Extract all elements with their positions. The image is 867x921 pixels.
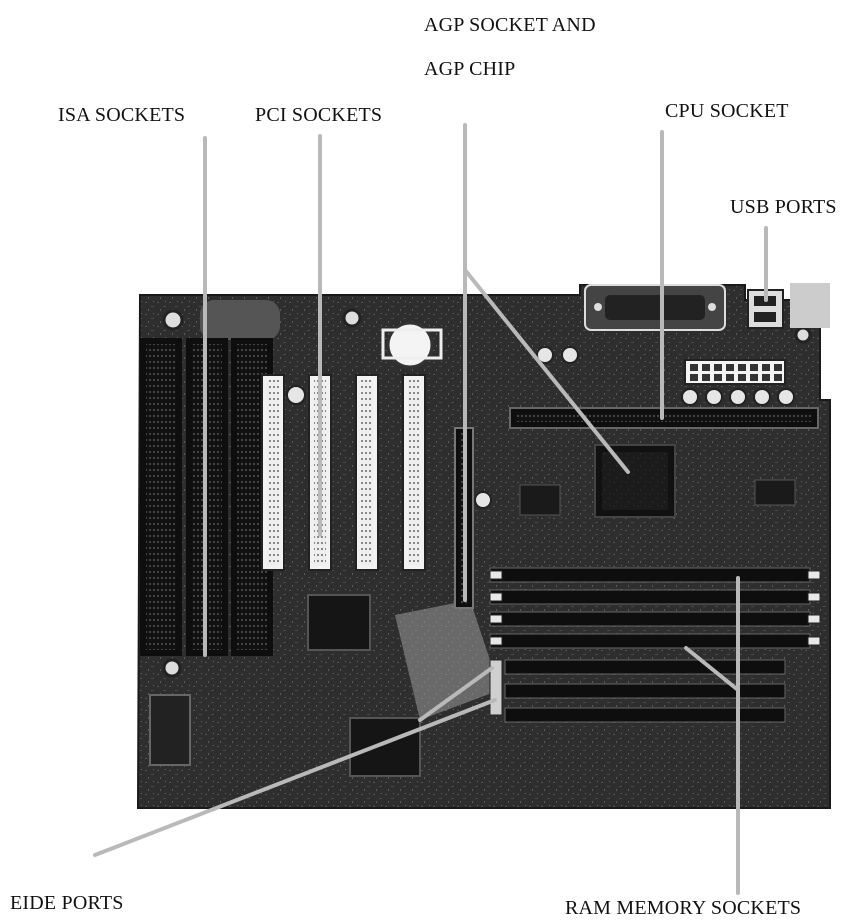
mount-hole	[796, 328, 810, 342]
chip	[350, 718, 420, 776]
chip	[520, 485, 560, 515]
mount-hole	[164, 311, 182, 329]
eide-ports-label: EIDE PORTS	[10, 892, 124, 915]
isa-sockets-label: ISA SOCKETS	[58, 104, 185, 127]
ram-memory-sockets-label: RAM MEMORY SOCKETS	[565, 897, 801, 920]
mount-hole	[344, 310, 360, 326]
mount-hole	[164, 660, 180, 676]
agp-socket-label-line1: AGP SOCKET AND	[424, 14, 596, 37]
agp-socket-label-line2: AGP CHIP	[424, 58, 515, 81]
chip	[150, 695, 190, 765]
usb-ports-label: USB PORTS	[730, 196, 837, 219]
pci-sockets-label: PCI SOCKETS	[255, 104, 382, 127]
cpu-socket-label: CPU SOCKET	[665, 100, 789, 123]
chip	[308, 595, 370, 650]
chip	[755, 480, 795, 505]
